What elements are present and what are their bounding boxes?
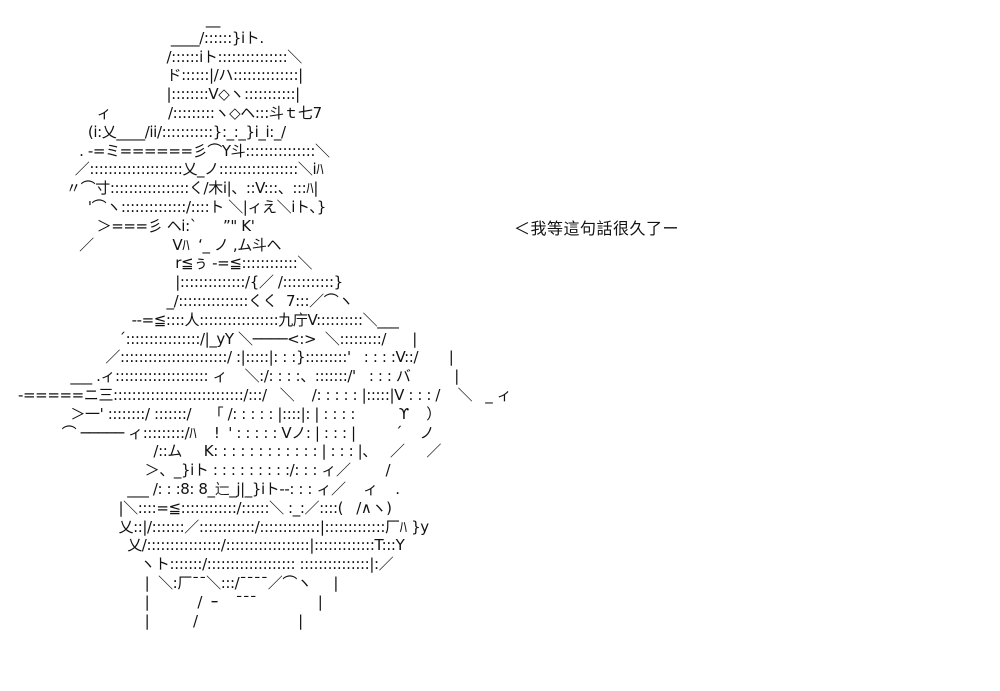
art-line: ／ Vﾊ ‘_ ノ ,ム斗ヘ [18,235,282,254]
art-line: 乂/::::::::::::::::/::::::::::::::::::|::… [18,536,405,555]
art-line: ____/::::::}iト. [18,28,264,47]
art-line: ___ /: : :8: 8_辷_j|_}iト‐‐: : : ィ／ ィ . [18,479,400,498]
art-line: | / | [18,611,304,630]
art-line: r≦ぅ ‐=≦::::::::::::＼ [18,254,312,273]
art-line: ⌒ ───── ィ:::::::::/ﾊ ! ' : : : : : Vノ: |… [18,423,435,442]
art-line: |::::::::::::::/{／ /:::::::::::} [18,273,343,292]
art-line: ィ /:::::::::ヽ◇ヘ:::斗ｔ七7 [18,103,323,122]
art-line: | / ｰ ¯¯¯ | [18,592,323,611]
art-line: 乂::|/:::::::／::::::::::::/:::::::::::::|… [18,517,429,536]
art-line: _/:::::::::::::::くく 7:::／⌒ヽ [18,291,354,310]
art-line: ／::::::::::::::::::::乂_ノ::::::::::::::::… [18,160,324,179]
art-line: -‐=≦::::人:::::::::::::::::九庁V::::::::::＼… [18,310,399,329]
speech-text: ＜我等這句話很久了ー [514,219,680,238]
art-line: . -=ミ======彡⌒Y斗:::::::::::::::＼ [18,141,330,160]
art-line: |＼::::=≦::::::::::::/::::::＼ :_:／::::( /… [18,498,392,517]
art-line: ＞===彡 ヘi:` ”" K' [18,216,255,235]
art-line: __ [18,10,221,28]
art-line: ___ .ィ:::::::::::::::::::: ィ ＼:/: : : :、… [18,367,459,386]
art-line: ＞一' ::::::::/ :::::::/ 「 /: : : : : |:::… [18,404,441,423]
art-line: /::::::iト:::::::::::::::＼ [18,47,303,66]
art-line: | ＼:厂¯¯＼:::/¯¯¯¯／⌒ヽ | [18,573,339,592]
art-line: ＞、_}iト : : : : : : : : :/: : : ィ／ / [18,461,391,480]
art-line: ／:::::::::::::::::::::::/ :|:::::|: : :}… [18,348,454,367]
art-line: /::ム K: : : : : : : : : : : : | : : : |、… [18,442,441,461]
art-line: ´::::::::::::::::/|_yY ＼────<:> ＼:::::::… [18,329,417,348]
art-line: ド::::::|/ハ::::::::::::::| [18,66,304,85]
art-line: (i:乂____/ii/:::::::::::}:_:_}i_i:_/ [18,122,286,141]
art-line: '⌒ヽ::::::::::::::/::::ト ＼|ィえ＼iト､} [18,197,326,216]
art-line: |::::::::V◇ヽ:::::::::::| [18,85,301,104]
art-line: -=====ニ三::::::::::::::::::::::::::::/:::… [18,385,512,404]
art-line: ヽト:::::::/::::::::::::::::::: ::::::::::… [18,555,394,574]
art-line: 〃⌒寸:::::::::::::::::く/木i|、::V:::、:::ﾊ| [18,179,319,198]
ascii-art-figure: __ ____/::::::}iト. /::::::iト::::::::::::… [18,10,512,630]
